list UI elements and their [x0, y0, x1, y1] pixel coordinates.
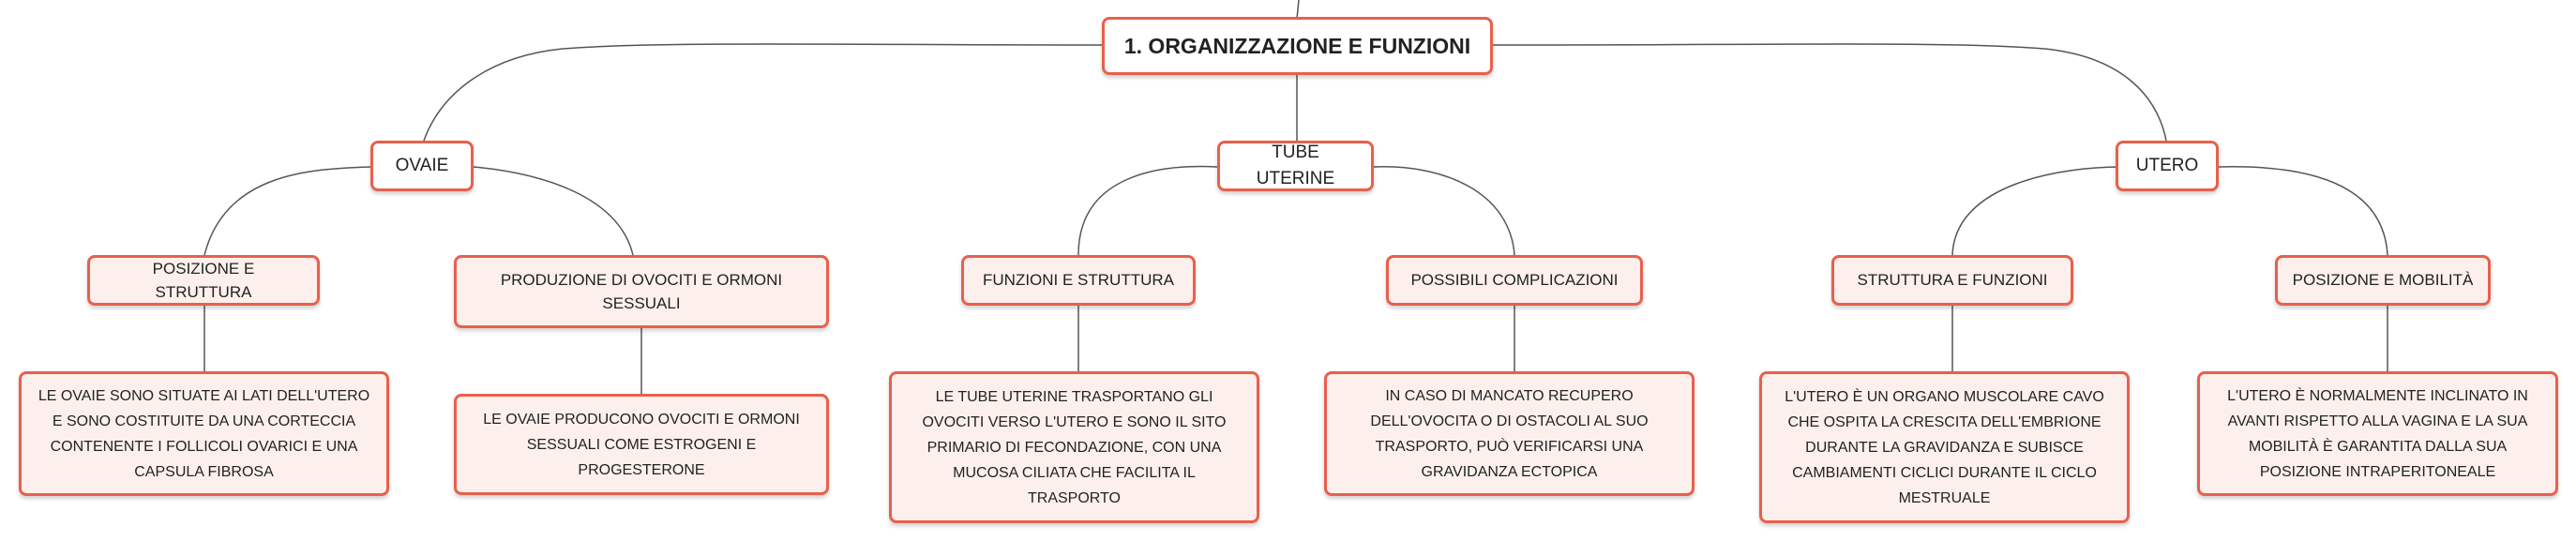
- branch-tube-uterine[interactable]: TUBE UTERINE: [1217, 141, 1374, 191]
- branch-ovaie[interactable]: OVAIE: [370, 141, 474, 191]
- topic-possibili-complicazioni[interactable]: POSSIBILI COMPLICAZIONI: [1386, 255, 1643, 306]
- topic-produzione-ovociti[interactable]: PRODUZIONE DI OVOCITI E ORMONI SESSUALI: [454, 255, 829, 328]
- connector-ovaie-produzione: [473, 166, 634, 256]
- connector-tube-funzioni: [1077, 165, 1218, 256]
- connector-ovaie-posizione: [203, 166, 371, 256]
- connector-utero-struttura: [1951, 166, 2122, 256]
- connector-root-utero: [1492, 43, 2167, 142]
- topic-posizione-struttura[interactable]: POSIZIONE E STRUTTURA: [87, 255, 320, 306]
- connector-root-ovaie: [423, 43, 1103, 142]
- topic-posizione-mobilita[interactable]: POSIZIONE E MOBILITÀ: [2275, 255, 2491, 306]
- connector-utero-posizione: [2218, 166, 2388, 256]
- detail-produzione-ovociti[interactable]: LE OVAIE PRODUCONO OVOCITI E ORMONI SESS…: [454, 394, 829, 495]
- topic-funzioni-struttura[interactable]: FUNZIONI E STRUTTURA: [961, 255, 1196, 306]
- connector-top-stub: [1296, 0, 1300, 20]
- root-topic[interactable]: 1. ORGANIZZAZIONE E FUNZIONI: [1102, 17, 1493, 75]
- detail-posizione-mobilita[interactable]: L'UTERO È NORMALMENTE INCLINATO IN AVANT…: [2197, 371, 2558, 496]
- detail-funzioni-struttura[interactable]: LE TUBE UTERINE TRASPORTANO GLI OVOCITI …: [889, 371, 1259, 523]
- branch-utero[interactable]: UTERO: [2116, 141, 2219, 191]
- detail-possibili-complicazioni[interactable]: IN CASO DI MANCATO RECUPERO DELL'OVOCITA…: [1324, 371, 1695, 496]
- detail-posizione-struttura[interactable]: LE OVAIE SONO SITUATE AI LATI DELL'UTERO…: [19, 371, 389, 496]
- detail-struttura-funzioni[interactable]: L'UTERO È UN ORGANO MUSCOLARE CAVO CHE O…: [1759, 371, 2130, 523]
- connector-tube-complicazioni: [1373, 166, 1515, 256]
- topic-struttura-funzioni[interactable]: STRUTTURA E FUNZIONI: [1831, 255, 2073, 306]
